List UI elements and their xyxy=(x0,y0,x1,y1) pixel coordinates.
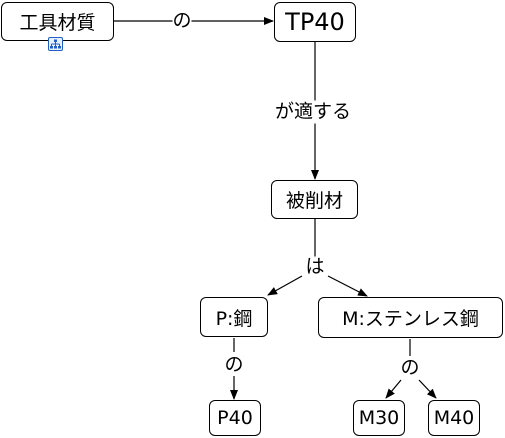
edge-label-of-1: の xyxy=(172,9,192,32)
node-workpiece[interactable]: 被削材 xyxy=(271,180,358,219)
node-p-steel[interactable]: P:鋼 xyxy=(200,297,268,337)
edge-label-of-2: の xyxy=(222,353,246,376)
edge-label-applies: が適する xyxy=(271,100,355,124)
node-tp40[interactable]: TP40 xyxy=(274,2,356,42)
edge-of3-to-m40 xyxy=(418,379,437,399)
edge-label-of-3: の xyxy=(398,356,422,379)
node-m30[interactable]: M30 xyxy=(353,400,405,436)
node-m-stainless[interactable]: M:ステンレス鋼 xyxy=(318,297,503,338)
edge-label-wa: は xyxy=(303,255,327,278)
node-p40[interactable]: P40 xyxy=(209,400,261,436)
edge-wa-to-psteel xyxy=(267,275,303,296)
edge-wa-to-mstainless xyxy=(327,275,368,297)
edge-of3-to-m30 xyxy=(385,379,402,399)
node-m40[interactable]: M40 xyxy=(428,400,480,436)
sitemap-icon[interactable] xyxy=(48,37,63,51)
node-tool-material[interactable]: 工具材質 xyxy=(1,2,114,41)
